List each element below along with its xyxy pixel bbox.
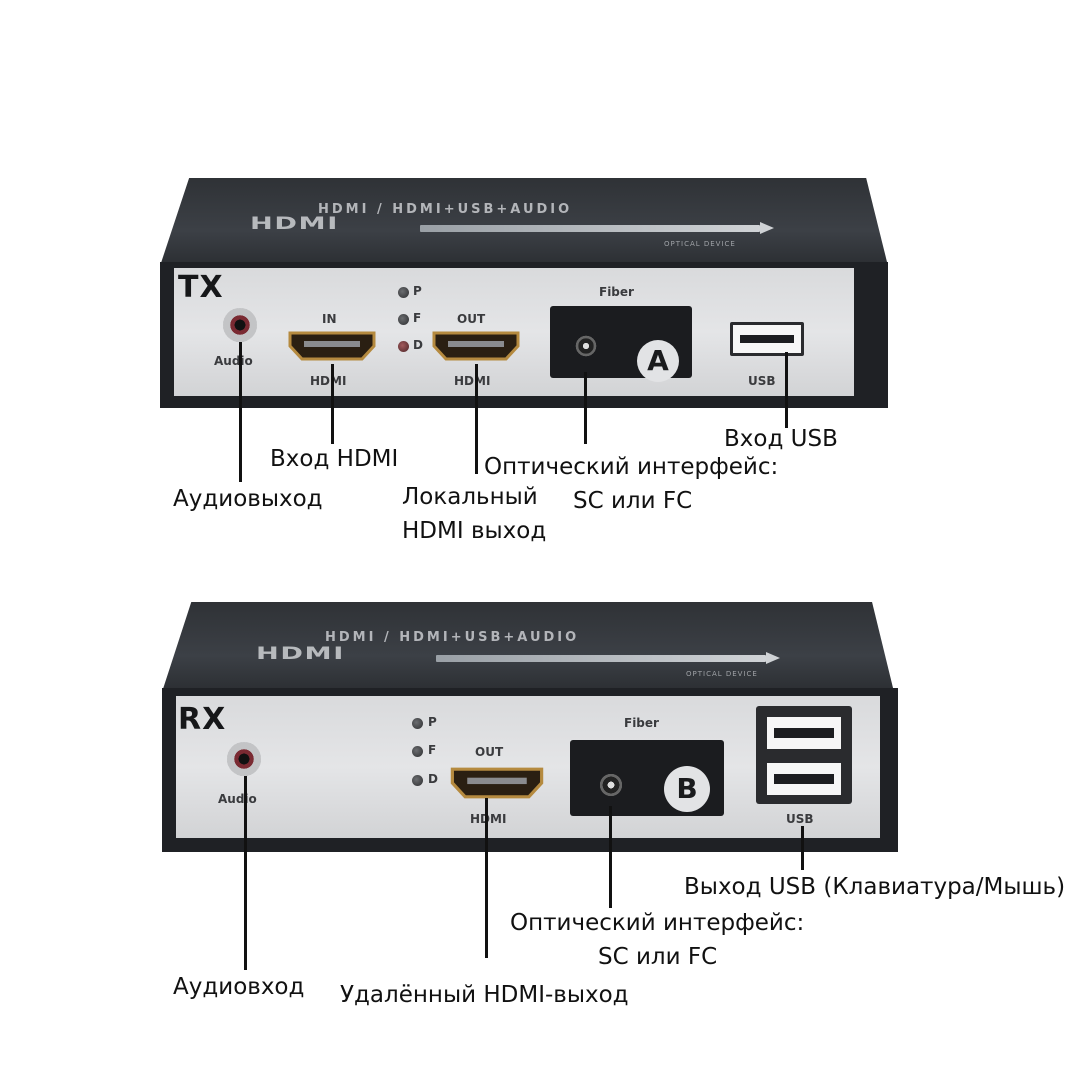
rx-label-usb-out: Выход USB (Клавиатура/Мышь)	[684, 874, 1066, 900]
tx-led-p-label: P	[413, 284, 422, 298]
tx-hdmi-in-port[interactable]	[288, 330, 376, 362]
rx-lid	[162, 602, 894, 692]
tx-label-hdmi-in: Вход HDMI	[270, 446, 399, 472]
rx-audio-jack[interactable]	[227, 742, 261, 776]
tx-led-p	[398, 287, 409, 298]
rx-label-optical-2: SC или FC	[598, 944, 718, 970]
tx-led-f-label: F	[413, 311, 422, 325]
tx-lid-logo: HDMI	[250, 214, 339, 234]
rx-hdmi-out-bottom-label: HDMI	[470, 812, 507, 826]
tx-device-name: TX	[178, 270, 224, 305]
tx-led-f	[398, 314, 409, 325]
tx-audio-leader	[239, 342, 242, 482]
rx-usb-leader	[801, 826, 804, 870]
tx-label-audio-out: Аудиовыход	[173, 486, 323, 512]
tx-fiber-label: Fiber	[599, 285, 634, 299]
tx-fiber-leader	[584, 372, 587, 444]
tx-lid-arrow	[420, 222, 774, 234]
rx-hdmi-out-leader	[485, 798, 488, 958]
tx-hdmi-out-top-label: OUT	[457, 312, 486, 326]
tx-label-local-hdmi-2: HDMI выход	[402, 518, 547, 544]
rx-hdmi-out-port[interactable]	[450, 766, 544, 800]
rx-fiber-connector-icon	[598, 772, 624, 798]
tx-label-optical-1: Оптический интерфейс:	[484, 454, 779, 480]
rx-led-d	[412, 775, 423, 786]
rx-fiber-badge: B	[664, 766, 710, 812]
rx-led-f	[412, 746, 423, 757]
rx-usb-label: USB	[786, 812, 814, 826]
rx-label-optical-1: Оптический интерфейс:	[510, 910, 805, 936]
tx-label-local-hdmi-1: Локальный	[402, 484, 538, 510]
rx-label-audio-in: Аудиовход	[173, 974, 305, 1000]
rx-label-remote-hdmi: Удалённый HDMI-выход	[340, 982, 629, 1008]
tx-hdmi-in-bottom-label: HDMI	[310, 374, 347, 388]
tx-hdmi-in-top-label: IN	[322, 312, 337, 326]
rx-device-name: RX	[178, 702, 227, 737]
rx-fiber-label: Fiber	[624, 716, 659, 730]
rx-usb-port-bottom[interactable]	[764, 760, 844, 798]
tx-usb-port[interactable]	[730, 322, 804, 356]
tx-usb-leader	[785, 352, 788, 428]
tx-lid-small-text: OPTICAL DEVICE	[664, 240, 736, 248]
rx-lid-small-text: OPTICAL DEVICE	[686, 670, 758, 678]
tx-audio-jack[interactable]	[223, 308, 257, 342]
tx-usb-label: USB	[748, 374, 776, 388]
tx-hdmi-out-port[interactable]	[432, 330, 520, 362]
tx-led-d-label: D	[413, 338, 423, 352]
rx-hdmi-out-top-label: OUT	[475, 745, 504, 759]
tx-fiber-connector-icon	[574, 334, 598, 358]
rx-led-p-label: P	[428, 715, 437, 729]
tx-fiber-badge: A	[637, 340, 679, 382]
rx-usb-port-top[interactable]	[764, 714, 844, 752]
tx-hdmi-out-leader	[475, 364, 478, 474]
tx-hdmi-in-leader	[331, 364, 334, 444]
rx-led-p	[412, 718, 423, 729]
tx-audio-label: Audio	[214, 354, 253, 368]
rx-lid-logo: HDMI	[256, 644, 345, 664]
rx-lid-arrow	[436, 652, 780, 664]
rx-led-f-label: F	[428, 743, 437, 757]
rx-audio-label: Audio	[218, 792, 257, 806]
tx-label-usb-in: Вход USB	[724, 426, 838, 452]
tx-led-d	[398, 341, 409, 352]
rx-fiber-leader	[609, 806, 612, 908]
tx-hdmi-out-bottom-label: HDMI	[454, 374, 491, 388]
rx-led-d-label: D	[428, 772, 438, 786]
tx-lid-text: HDMI / HDMI+USB+AUDIO	[318, 202, 573, 217]
tx-label-optical-2: SC или FC	[573, 488, 693, 514]
rx-audio-leader	[244, 776, 247, 970]
rx-lid-text: HDMI / HDMI+USB+AUDIO	[325, 630, 580, 645]
